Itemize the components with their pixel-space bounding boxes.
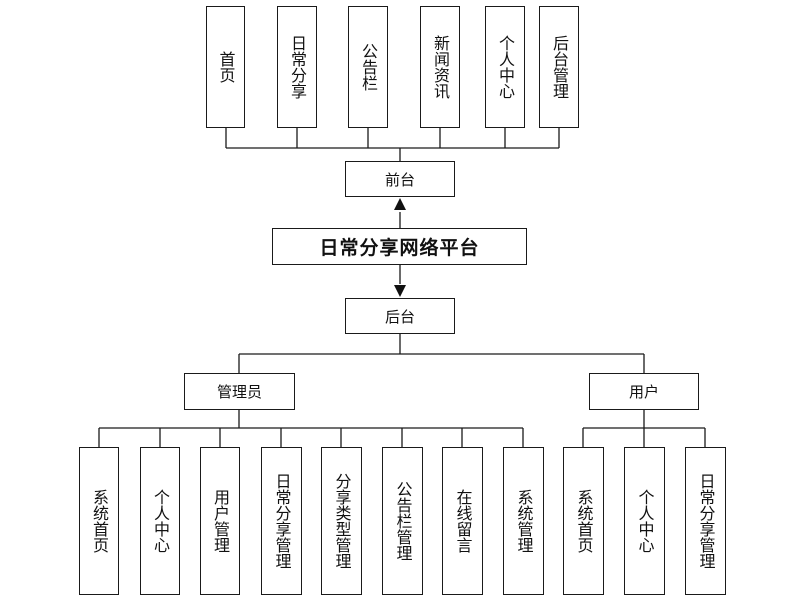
node-admin-system-home: 系统首页 <box>79 447 119 595</box>
node-admin-personal-center: 个人中心 <box>140 447 180 595</box>
node-role-user: 用户 <box>589 373 699 410</box>
node-front-home: 首页 <box>206 6 245 128</box>
node-front-news: 新闻资讯 <box>420 6 460 128</box>
node-admin-share-type-management: 分享类型管理 <box>321 447 362 595</box>
arrow-up-to-frontend <box>394 198 406 210</box>
node-front-bulletin: 公告栏 <box>348 6 388 128</box>
node-user-daily-share-management: 日常分享管理 <box>685 447 726 595</box>
node-frontend: 前台 <box>345 161 455 197</box>
node-front-admin: 后台管理 <box>539 6 579 128</box>
node-front-personal-center: 个人中心 <box>485 6 525 128</box>
node-admin-daily-share-management: 日常分享管理 <box>261 447 302 595</box>
arrow-down-to-backend <box>394 285 406 297</box>
node-user-system-home: 系统首页 <box>563 447 604 595</box>
node-front-daily-share: 日常分享 <box>277 6 317 128</box>
node-role-admin: 管理员 <box>184 373 295 410</box>
node-admin-bulletin-management: 公告栏管理 <box>382 447 423 595</box>
node-admin-user-management: 用户管理 <box>200 447 240 595</box>
node-user-personal-center: 个人中心 <box>624 447 665 595</box>
node-backend: 后台 <box>345 298 455 334</box>
node-root-platform: 日常分享网络平台 <box>272 228 527 265</box>
node-admin-system-management: 系统管理 <box>503 447 544 595</box>
node-admin-online-message: 在线留言 <box>442 447 483 595</box>
